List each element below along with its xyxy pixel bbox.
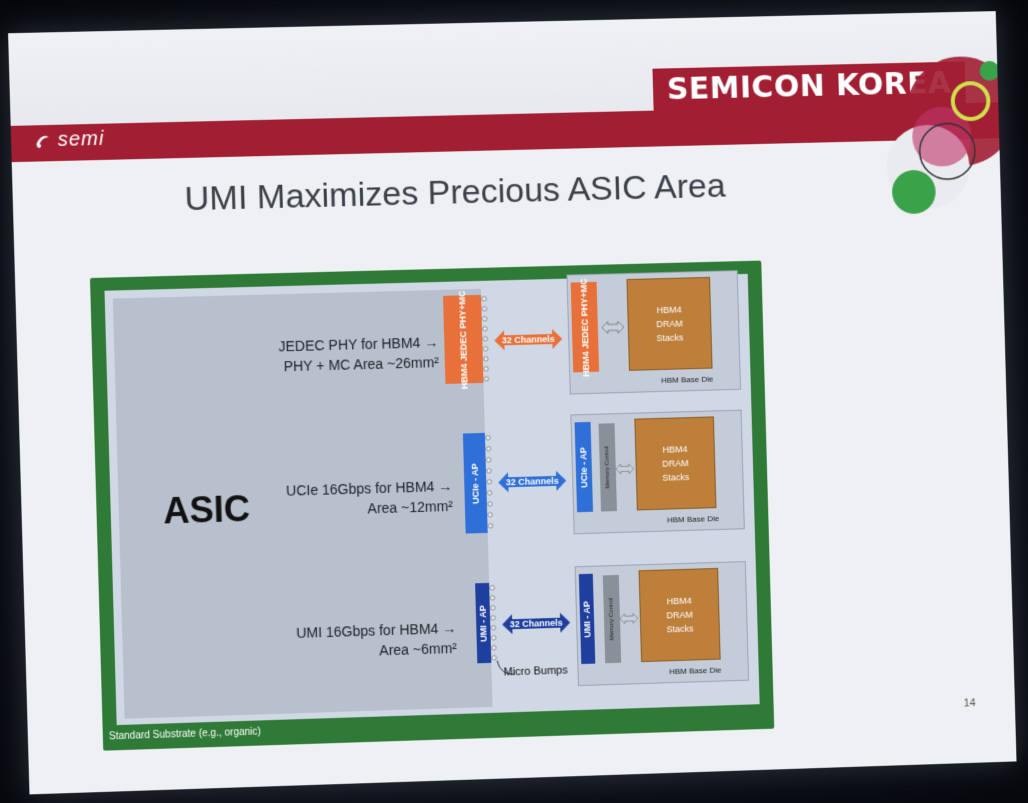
die-arrow-row1-icon xyxy=(602,319,624,336)
jedec-channels-arrow: 32 Channels xyxy=(494,327,563,353)
die-label-row2: HBM Base Die xyxy=(667,514,719,525)
umi-channels-arrow: 32 Channels xyxy=(502,610,571,636)
decorative-circles-icon xyxy=(850,41,1013,244)
slide-title: UMI Maximizes Precious ASIC Area xyxy=(174,167,736,220)
memory-control-row2: Memory Control xyxy=(599,423,617,511)
ucie-channels-arrow: 32 Channels xyxy=(498,469,567,495)
memory-control-row3: Memory Control xyxy=(603,575,621,663)
die-label-row1: HBM Base Die xyxy=(661,375,713,385)
dram-stack-row3-line3: Stacks xyxy=(641,621,719,637)
die-jedec-phy-block: HBM4 JEDEC PHY+MC xyxy=(571,282,599,373)
semi-swirl-icon xyxy=(33,131,52,150)
die-ucie-ap-block: UCIe - AP xyxy=(575,422,593,512)
die-jedec-phy-label: HBM4 JEDEC PHY+MC xyxy=(578,278,592,376)
dram-stack-row2-line3: Stacks xyxy=(637,469,715,485)
asic-ucie-ap-block: UCIe - AP xyxy=(463,433,488,534)
asic-ucie-ap-label: UCIe - AP xyxy=(469,463,481,504)
ucie-description: UCIe 16Gbps for HBM4 → Area ~12mm² xyxy=(261,476,453,522)
die-arrow-row2-icon xyxy=(616,461,634,477)
jedec-description: JEDEC PHY for HBM4 → PHY + MC Area ~26mm… xyxy=(247,332,439,377)
page-number: 14 xyxy=(963,697,975,709)
asic-label: ASIC xyxy=(163,488,251,533)
asic-jedec-phy-block: HBM4 JEDEC PHY+MC xyxy=(443,295,483,384)
die-umi-ap-label: UMI - AP xyxy=(581,600,593,637)
micro-bumps-label: Micro Bumps xyxy=(503,664,567,678)
asic-umi-ap-label: UMI - AP xyxy=(477,605,489,642)
memory-control-row2-label: Memory Control xyxy=(604,446,611,489)
umi-description: UMI 16Gbps for HBM4 → Area ~6mm² xyxy=(265,618,457,664)
umi-channels-label: 32 Channels xyxy=(510,618,563,630)
die-arrow-row3-icon xyxy=(620,610,638,627)
die-ucie-ap-label: UCIe - AP xyxy=(578,447,590,488)
dram-stack-row2: HBM4 DRAM Stacks xyxy=(634,416,716,510)
ucie-channels-label: 32 Channels xyxy=(506,476,559,488)
jedec-channels-label: 32 Channels xyxy=(502,334,555,345)
dram-stack-row3: HBM4 DRAM Stacks xyxy=(639,568,721,662)
die-label-row3: HBM Base Die xyxy=(669,666,721,677)
presentation-slide: semi SEMICON KOREA UMI Maximizes Preciou… xyxy=(8,11,1016,794)
memory-control-row3-label: Memory Control xyxy=(608,598,615,641)
dram-stack-row1: HBM4 DRAM Stacks xyxy=(626,277,712,371)
die-umi-ap-block: UMI - AP xyxy=(579,574,595,664)
asic-jedec-phy-label: HBM4 JEDEC PHY+MC xyxy=(456,290,470,389)
semi-logo: semi xyxy=(33,128,105,153)
dram-stack-row1-line3: Stacks xyxy=(629,330,711,346)
semi-logo-text: semi xyxy=(57,128,104,152)
